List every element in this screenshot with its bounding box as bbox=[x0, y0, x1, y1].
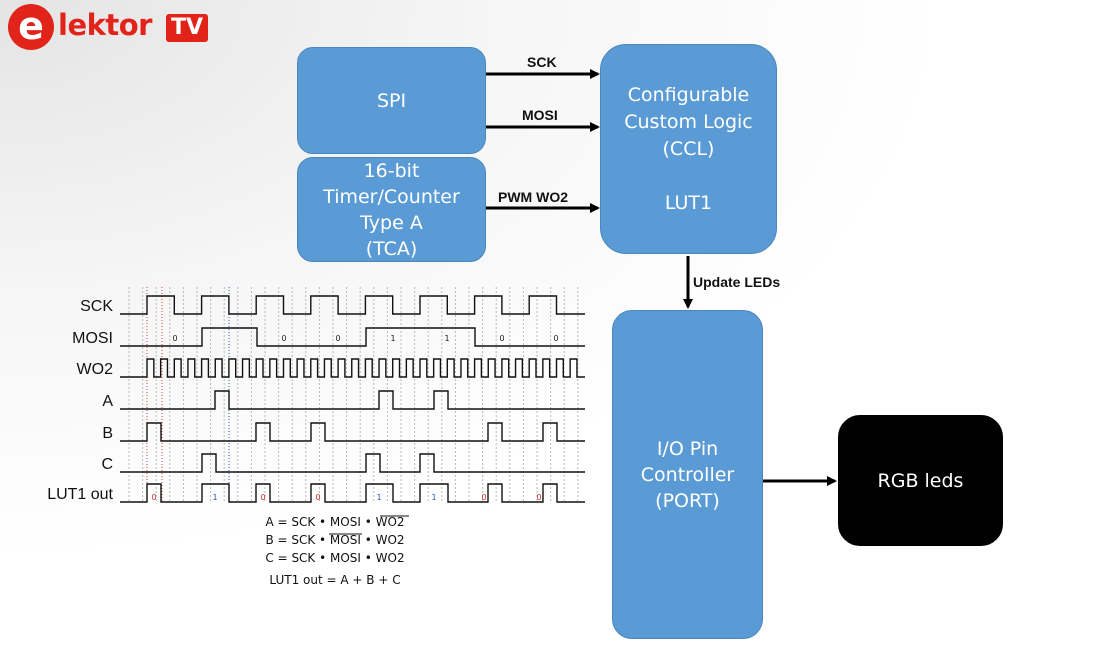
lut1-out-waveform bbox=[120, 483, 585, 503]
formula-c-text: C = SCK • MOSI • WO2 bbox=[265, 551, 405, 565]
mosi-bit-value: 1 bbox=[444, 334, 449, 343]
rgb-leds-block: RGB leds bbox=[838, 415, 1003, 546]
signal-label: A bbox=[102, 393, 113, 410]
lut1-bit-value: 0 bbox=[536, 493, 541, 502]
lut1-bit-value: 0 bbox=[151, 493, 156, 502]
formula-b-text: B = SCK • MOSI • WO2 bbox=[265, 533, 405, 547]
ccl-label: Configurable Custom Logic (CCL) LUT1 bbox=[624, 83, 753, 214]
mosi-bit-value: 1 bbox=[390, 334, 395, 343]
mosi-bit-value: 0 bbox=[281, 334, 286, 343]
tca-block: 16-bit Timer/Counter Type A (TCA) bbox=[297, 157, 486, 262]
logo-tv-badge: TV bbox=[166, 14, 208, 42]
lut1-bit-value: 0 bbox=[481, 493, 486, 502]
mosi-bit-value: 0 bbox=[553, 334, 558, 343]
formula-a: A = SCK • MOSI • WO2 bbox=[240, 514, 430, 530]
formula-a-text: A = SCK • MOSI • WO2 bbox=[265, 515, 405, 529]
port-label: I/O Pin Controller (PORT) bbox=[640, 437, 735, 512]
tca-label: 16-bit Timer/Counter Type A (TCA) bbox=[323, 159, 460, 260]
lut1-bit-value: 1 bbox=[212, 493, 217, 502]
ccl-block: Configurable Custom Logic (CCL) LUT1 bbox=[600, 44, 777, 254]
c-waveform bbox=[120, 453, 585, 473]
mosi-connection-label: MOSI bbox=[522, 107, 558, 123]
a-waveform bbox=[120, 390, 585, 410]
lut1-bit-value: 1 bbox=[431, 493, 436, 502]
mosi-bit-value: 0 bbox=[499, 334, 504, 343]
formula-lut1-out: LUT1 out = A + B + C bbox=[240, 572, 430, 588]
formula-b: B = SCK • MOSI • WO2 bbox=[240, 532, 430, 548]
spi-block: SPI bbox=[297, 47, 486, 154]
wo2-waveform bbox=[120, 358, 585, 378]
logo-wordmark: lektor bbox=[58, 8, 152, 42]
formula-c: C = SCK • MOSI • WO2 bbox=[240, 550, 430, 566]
signal-label: WO2 bbox=[77, 361, 114, 378]
sck-connection-label: SCK bbox=[527, 54, 557, 70]
mosi-bit-value: 0 bbox=[335, 334, 340, 343]
mosi-waveform bbox=[120, 327, 585, 347]
pwm-connection-label: PWM WO2 bbox=[498, 189, 568, 205]
signal-label: B bbox=[102, 425, 113, 442]
lut1-bit-value: 0 bbox=[260, 493, 265, 502]
elektor-tv-logo: e lektor TV bbox=[8, 4, 208, 50]
mosi-bit-value: 0 bbox=[172, 334, 177, 343]
signal-label: SCK bbox=[80, 298, 113, 315]
formula-lut1-out-text: LUT1 out = A + B + C bbox=[269, 573, 401, 587]
signal-label: C bbox=[101, 456, 113, 473]
rgb-leds-label: RGB leds bbox=[877, 469, 964, 492]
port-block: I/O Pin Controller (PORT) bbox=[612, 310, 763, 639]
spi-label: SPI bbox=[376, 89, 407, 112]
signal-label: LUT1 out bbox=[47, 486, 113, 503]
lut1-bit-value: 0 bbox=[315, 493, 320, 502]
update-leds-label: Update LEDs bbox=[693, 274, 781, 290]
logo-e-badge: e bbox=[8, 4, 54, 50]
b-waveform bbox=[120, 422, 585, 442]
sck-waveform bbox=[120, 295, 585, 315]
signal-label: MOSI bbox=[72, 330, 113, 347]
lut1-bit-value: 1 bbox=[376, 493, 381, 502]
